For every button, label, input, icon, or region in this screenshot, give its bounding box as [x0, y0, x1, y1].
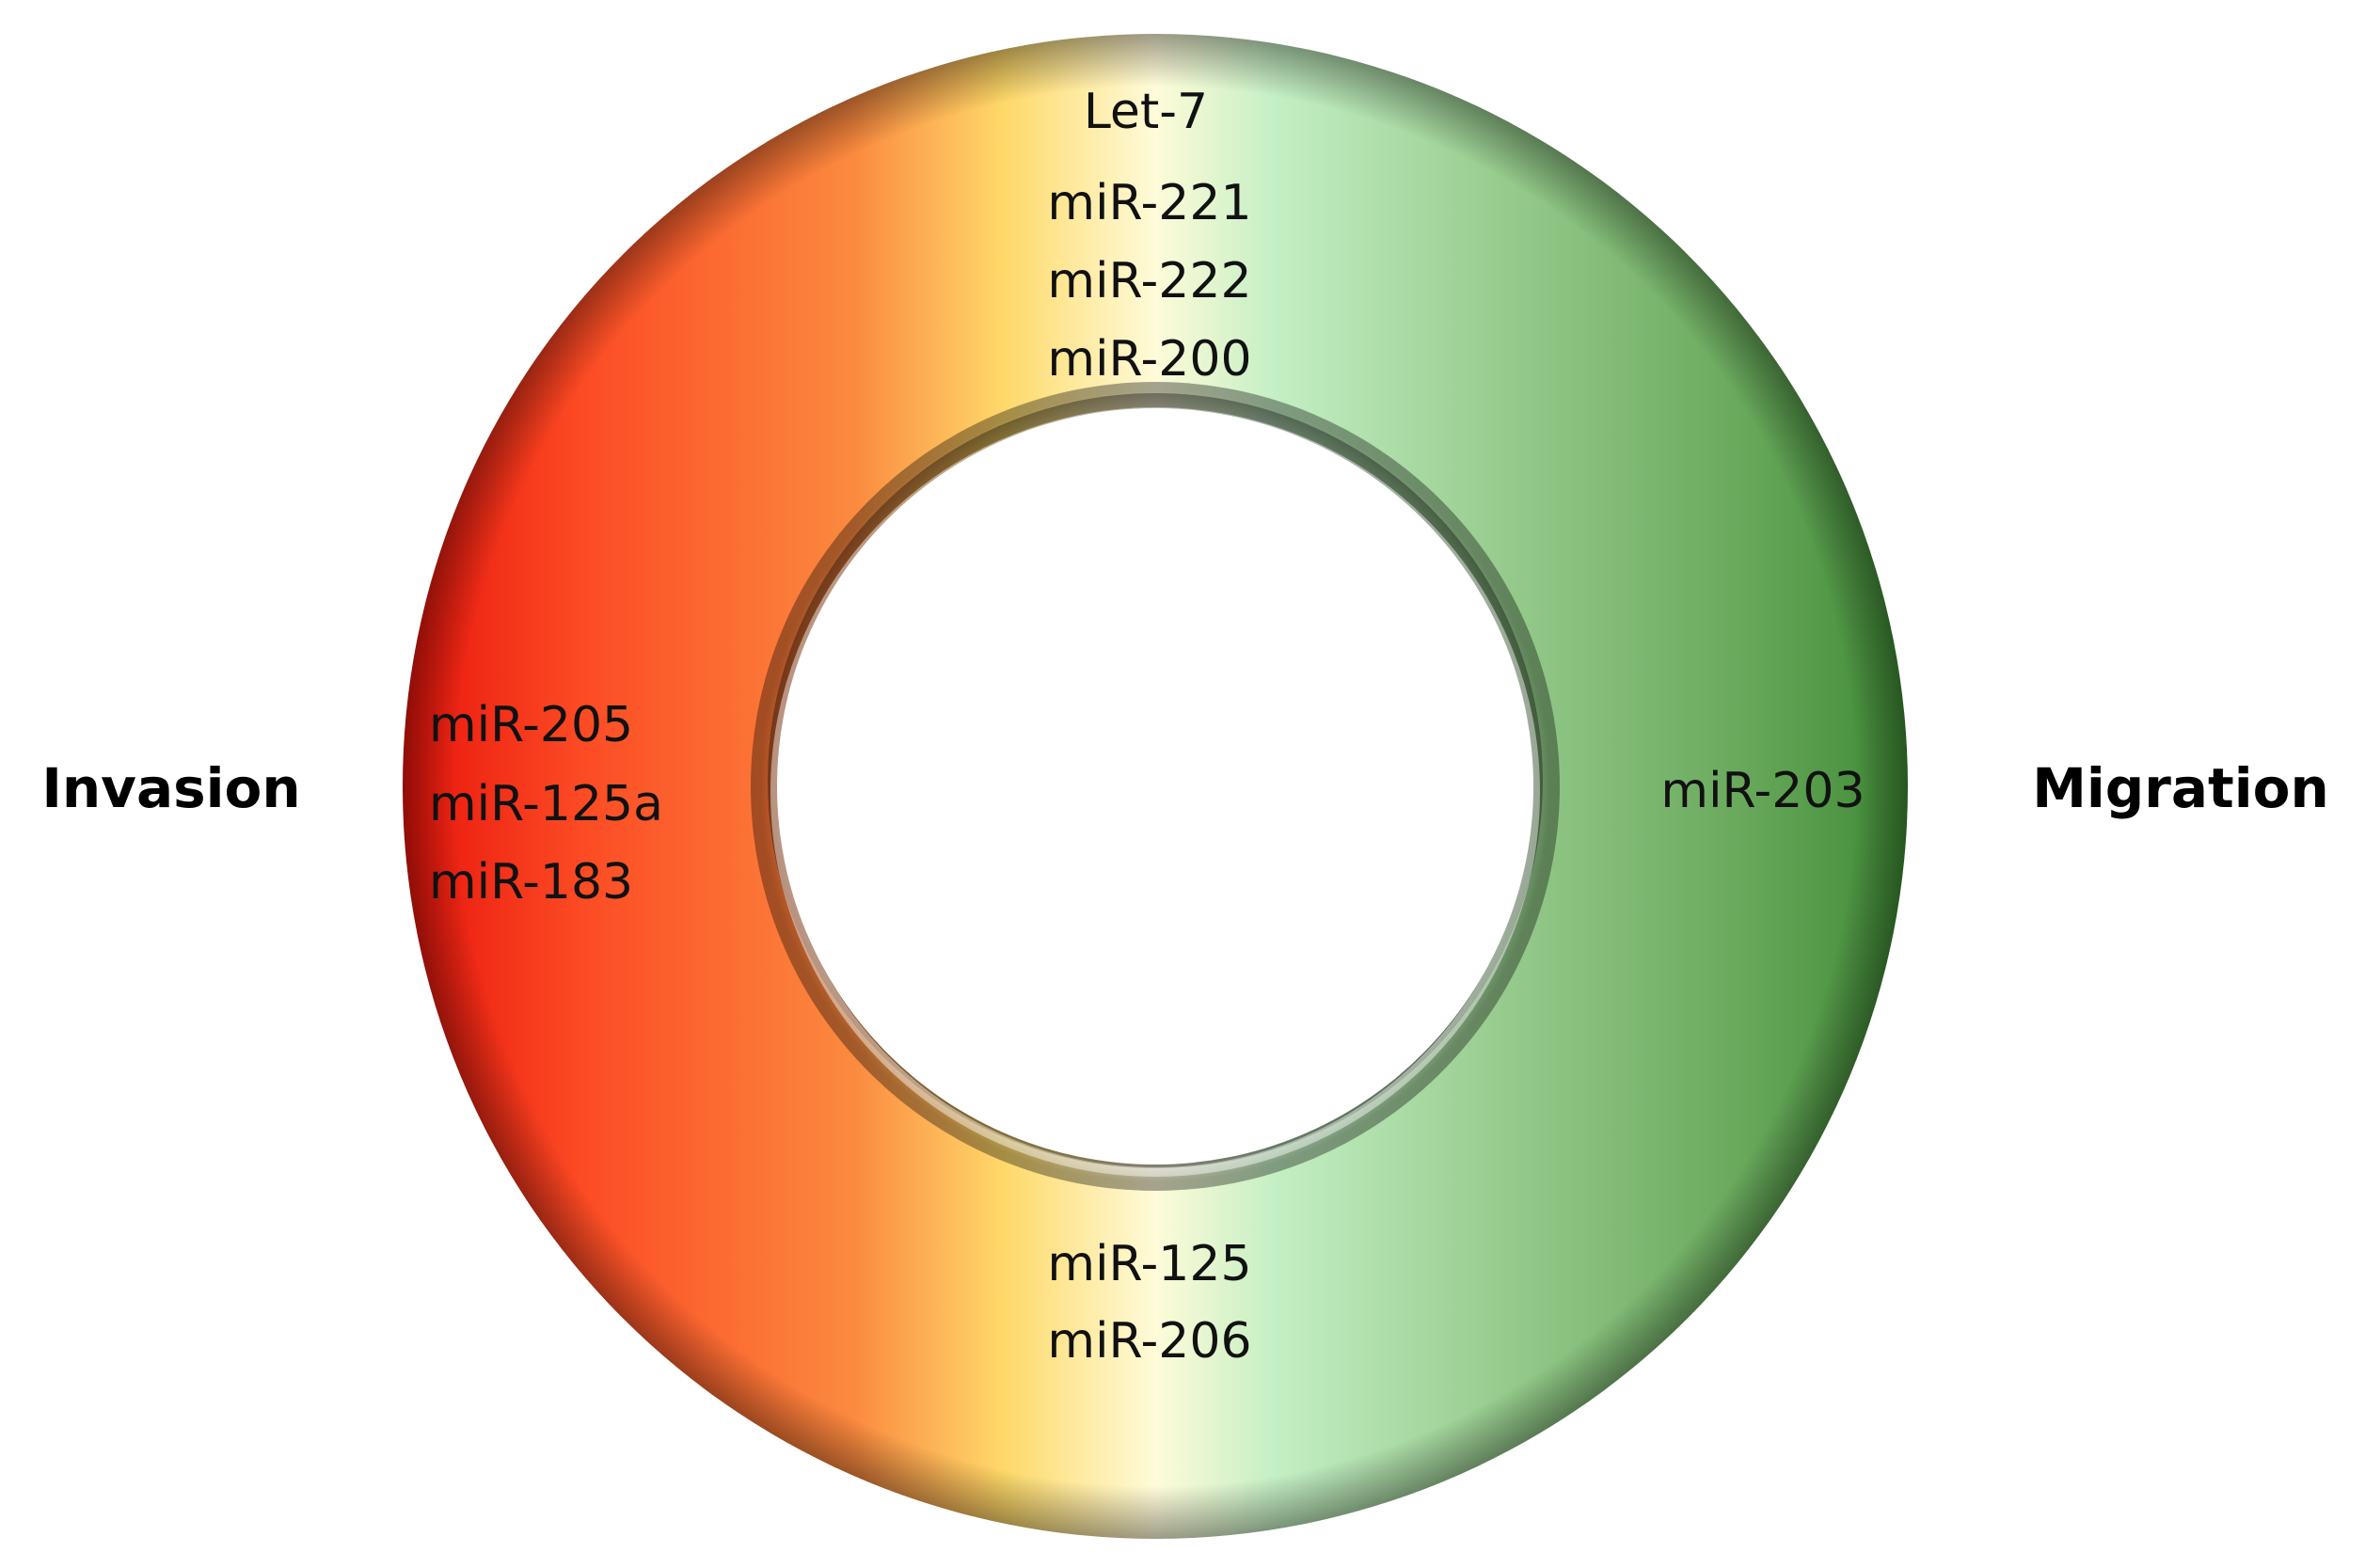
mirna-label: miR-222	[1047, 253, 1251, 309]
mirna-label: miR-206	[1047, 1313, 1251, 1370]
left-mirna-group: miR-205 miR-125a miR-183	[429, 697, 663, 911]
mirna-label: miR-183	[429, 854, 633, 911]
bottom-mirna-group: miR-125 miR-206	[1047, 1236, 1251, 1370]
mirna-label: miR-221	[1047, 175, 1251, 231]
ring-hole	[781, 412, 1530, 1161]
mirna-label: miR-200	[1047, 331, 1251, 388]
mirna-label: miR-125	[1047, 1236, 1251, 1292]
migration-label: Migration	[2032, 756, 2329, 820]
mirna-label: miR-125a	[429, 776, 663, 832]
top-mirna-group: Let-7 miR-221 miR-222 miR-200	[1047, 84, 1251, 388]
invasion-label: Invasion	[41, 756, 300, 820]
right-mirna-group: miR-203	[1660, 763, 1865, 819]
mirna-label: Let-7	[1084, 84, 1208, 140]
mirna-label: miR-205	[429, 697, 633, 753]
mirna-label: miR-203	[1660, 763, 1865, 819]
